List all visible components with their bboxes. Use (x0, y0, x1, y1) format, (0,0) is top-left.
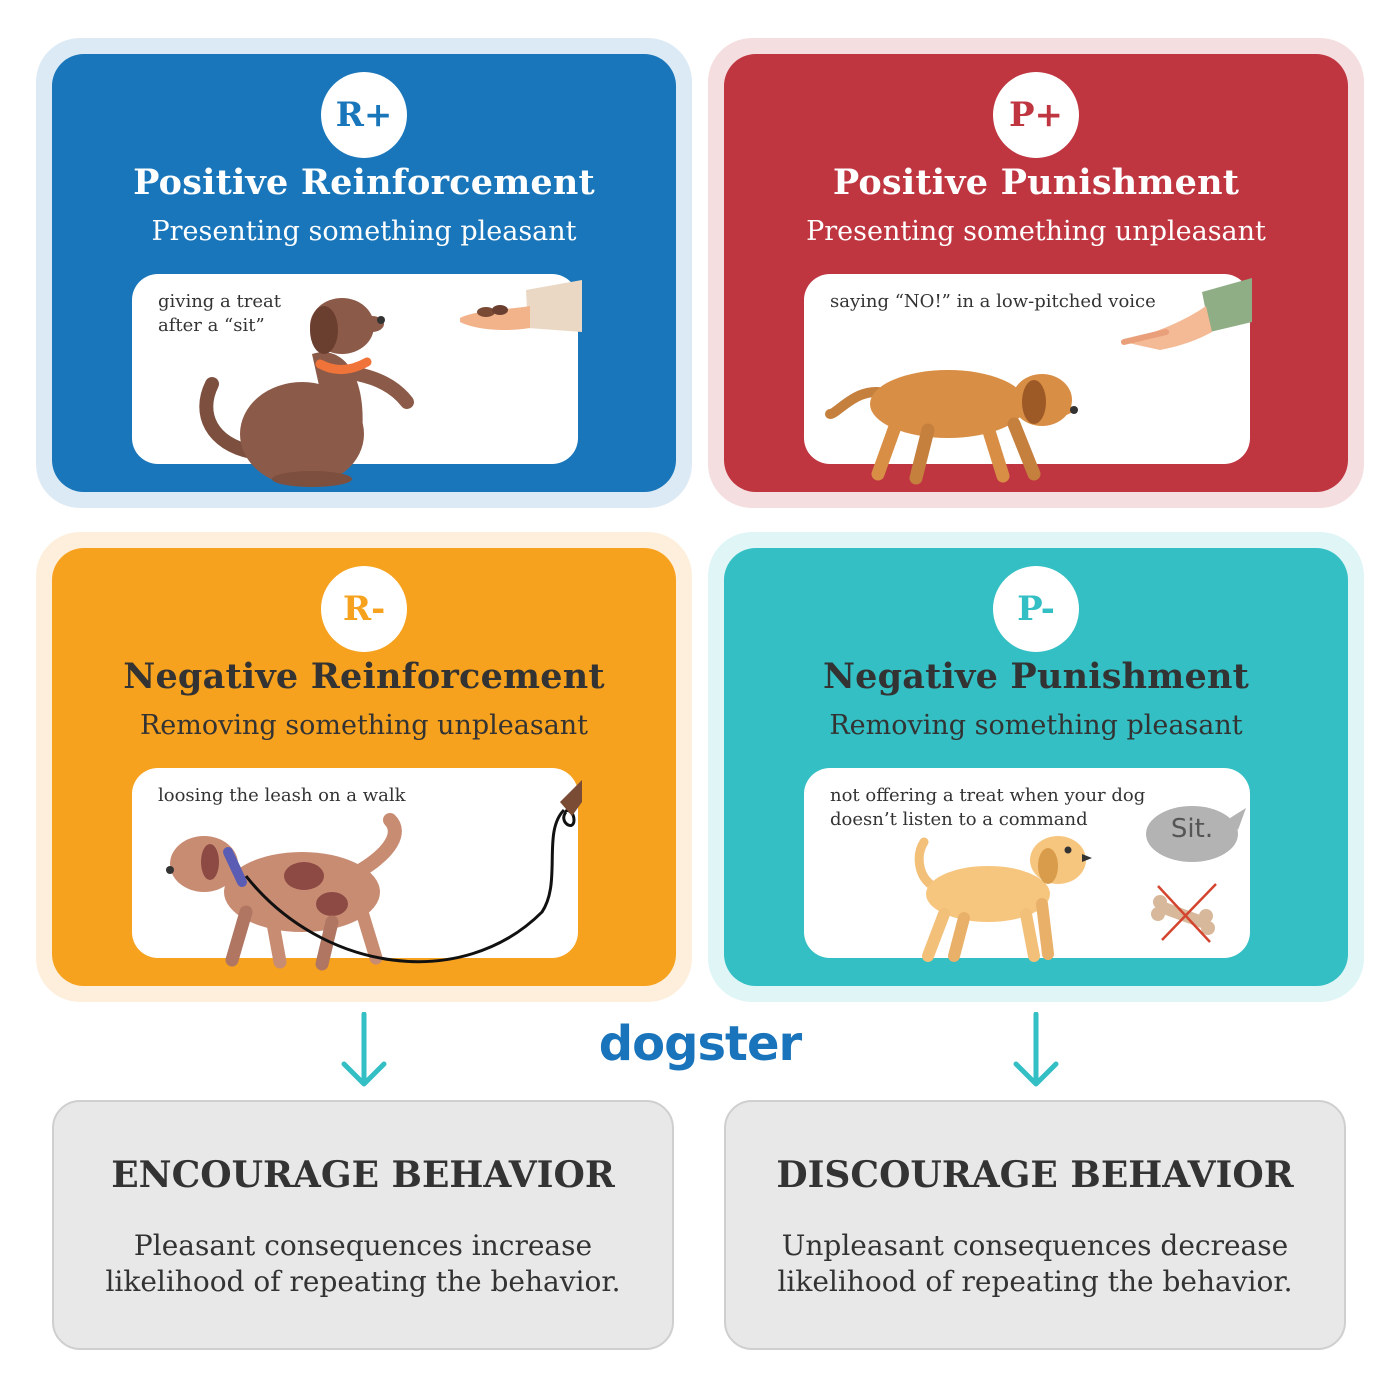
scolded-dog-illustration (825, 370, 1078, 485)
pminus-title: Negative Punishment (822, 656, 1250, 697)
pplus-example-panel: saying “NO!” in a low-pitched voice (804, 274, 1252, 485)
speech-bubble-icon (1146, 806, 1246, 862)
pplus-card: P+ Positive Punishment Presenting someth… (724, 54, 1348, 492)
pminus-card: P- Negative Punishment Removing somethin… (724, 548, 1348, 986)
dogster-logo: dogster (598, 1016, 802, 1072)
rminus-card: R- Negative Reinforcement Removing somet… (52, 548, 676, 986)
speech-bubble-text: Sit. (1170, 814, 1214, 844)
encourage-behavior-description: Pleasant consequences increase likelihoo… (105, 1229, 621, 1298)
crossed-bone-icon (1151, 883, 1217, 943)
rplus-example-panel: giving a treat after a “sit” (132, 274, 582, 487)
pminus-example-text: not offering a treat when your dog doesn… (830, 785, 1146, 830)
pointing-hand-illustration (1121, 278, 1252, 350)
pplus-subtitle: Presenting something unpleasant (806, 216, 1266, 247)
rminus-title: Negative Reinforcement (123, 656, 605, 697)
pplus-title: Positive Punishment (832, 162, 1240, 203)
treat-hand-illustration (460, 280, 582, 332)
rplus-example-text: giving a treat after a “sit” (158, 291, 281, 336)
left-down-arrow-icon (341, 1012, 387, 1087)
discourage-behavior-description: Unpleasant consequences decrease likelih… (777, 1229, 1293, 1298)
pminus-subtitle: Removing something pleasant (829, 710, 1243, 741)
standing-dog-illustration (914, 836, 1092, 962)
rplus-badge: R+ (321, 72, 407, 158)
pminus-example-panel: not offering a treat when your dog doesn… (804, 768, 1250, 962)
rminus-example-panel: loosing the leash on a walk (132, 768, 582, 971)
pplus-example-text: saying “NO!” in a low-pitched voice (830, 291, 1156, 312)
discourage-behavior-title: DISCOURAGE BEHAVIOR (776, 1154, 1294, 1196)
rminus-subtitle: Removing something unpleasant (139, 710, 589, 741)
rplus-card: R+ Positive Reinforcement Presenting som… (52, 54, 676, 492)
rminus-badge: R- (321, 566, 407, 652)
walking-dog-leash-illustration (166, 780, 582, 971)
encourage-behavior-box: ENCOURAGE BEHAVIOR Pleasant consequences… (52, 1100, 674, 1350)
pminus-badge: P- (993, 566, 1079, 652)
sitting-dog-illustration (199, 298, 414, 487)
pplus-badge: P+ (993, 72, 1079, 158)
rplus-subtitle: Presenting something pleasant (151, 216, 577, 247)
rplus-title: Positive Reinforcement (133, 162, 595, 203)
encourage-behavior-title: ENCOURAGE BEHAVIOR (111, 1154, 615, 1196)
right-down-arrow-icon (1013, 1012, 1059, 1087)
discourage-behavior-box: DISCOURAGE BEHAVIOR Unpleasant consequen… (724, 1100, 1346, 1350)
rminus-example-text: loosing the leash on a walk (158, 785, 406, 806)
